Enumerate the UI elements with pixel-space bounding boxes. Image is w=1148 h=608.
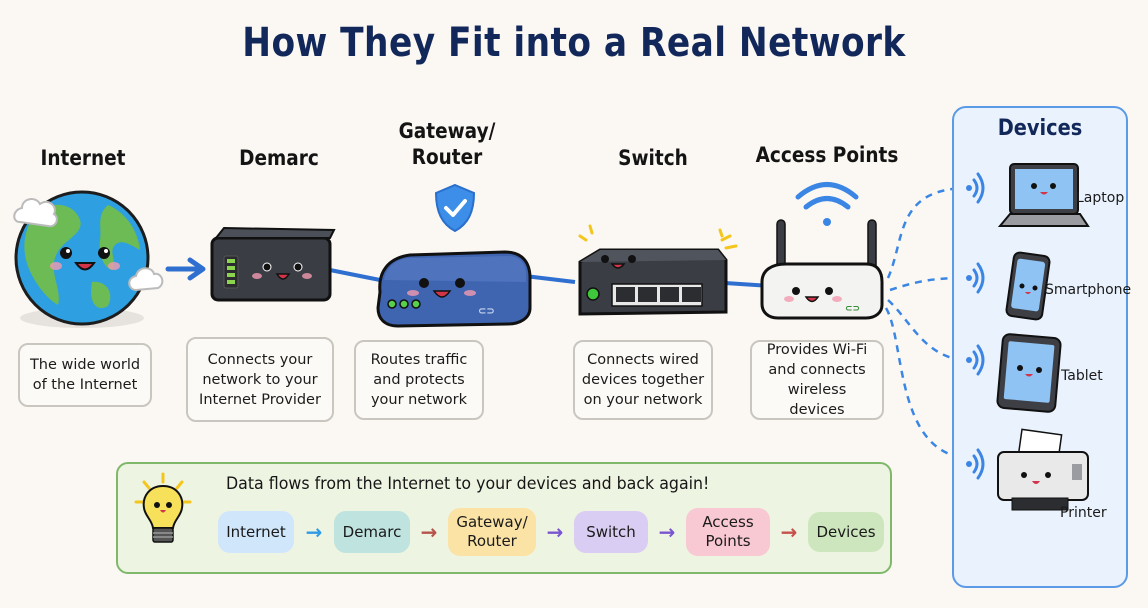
router-device-icon: ⊂⊃ xyxy=(376,250,532,328)
devices-illustration xyxy=(966,163,1090,511)
node-label-internet: Internet xyxy=(40,146,126,170)
node-label-gateway: Gateway/ Router xyxy=(398,119,496,169)
description-gateway: Routes traffic and protects your network xyxy=(354,340,484,420)
device-label-laptop: Laptop xyxy=(1076,190,1125,206)
wifi-icon xyxy=(966,262,985,294)
flow-steps: Internet → Demarc → Gateway/ Router → Sw… xyxy=(218,508,884,556)
switch-device-icon xyxy=(578,224,738,316)
laptop-icon xyxy=(997,163,1090,227)
wireless-link-laptop xyxy=(886,186,966,279)
arrow-internet-to-demarc xyxy=(165,257,206,281)
wifi-signal-icon xyxy=(795,182,859,226)
page-title: How They Fit into a Real Network xyxy=(242,20,906,66)
svg-text:⊂⊃: ⊂⊃ xyxy=(845,304,860,314)
flow-arrow: → xyxy=(305,520,323,544)
svg-text:⊂⊃: ⊂⊃ xyxy=(478,306,495,317)
device-label-printer: Printer xyxy=(1060,505,1107,521)
node-label-demarc: Demarc xyxy=(239,146,319,170)
lightbulb-icon xyxy=(134,472,192,543)
demarc-device-icon xyxy=(210,226,336,302)
description-switch: Connects wired devices together on your … xyxy=(573,340,713,420)
flow-arrow: → xyxy=(420,520,438,544)
description-internet: The wide world of the Internet xyxy=(18,343,152,407)
cloud-icon xyxy=(128,267,164,292)
wifi-icon xyxy=(966,172,985,204)
access-point-device-icon: ⊂⊃ xyxy=(760,219,884,320)
flow-arrow: → xyxy=(546,520,564,544)
flow-arrow: → xyxy=(780,520,798,544)
node-label-access-points: Access Points xyxy=(755,143,899,167)
device-label-smartphone: Smartphone xyxy=(1045,282,1132,298)
flow-step-switch: Switch xyxy=(574,511,648,553)
flow-step-devices: Devices xyxy=(808,512,884,552)
flow-caption: Data flows from the Internet to your dev… xyxy=(226,474,710,494)
wifi-icon xyxy=(966,344,985,376)
node-label-switch: Switch xyxy=(618,146,688,170)
wifi-icon xyxy=(966,448,985,480)
wireless-link-printer xyxy=(884,307,966,460)
smartphone-icon xyxy=(1005,251,1051,321)
device-label-tablet: Tablet xyxy=(1061,368,1103,384)
tablet-icon xyxy=(996,333,1062,413)
shield-check-icon xyxy=(434,183,476,233)
flow-step-demarc: Demarc xyxy=(334,511,410,553)
cloud-icon xyxy=(13,198,58,228)
flow-arrow: → xyxy=(658,520,676,544)
flow-step-internet: Internet xyxy=(218,511,294,553)
flow-step-access-points: Access Points xyxy=(686,508,770,556)
printer-icon xyxy=(997,428,1089,511)
flow-step-gateway: Gateway/ Router xyxy=(448,508,536,556)
devices-title: Devices xyxy=(997,116,1083,141)
description-access-points: Provides Wi-Fi and connects wireless dev… xyxy=(750,340,884,420)
description-demarc: Connects your network to your Internet P… xyxy=(186,337,334,422)
